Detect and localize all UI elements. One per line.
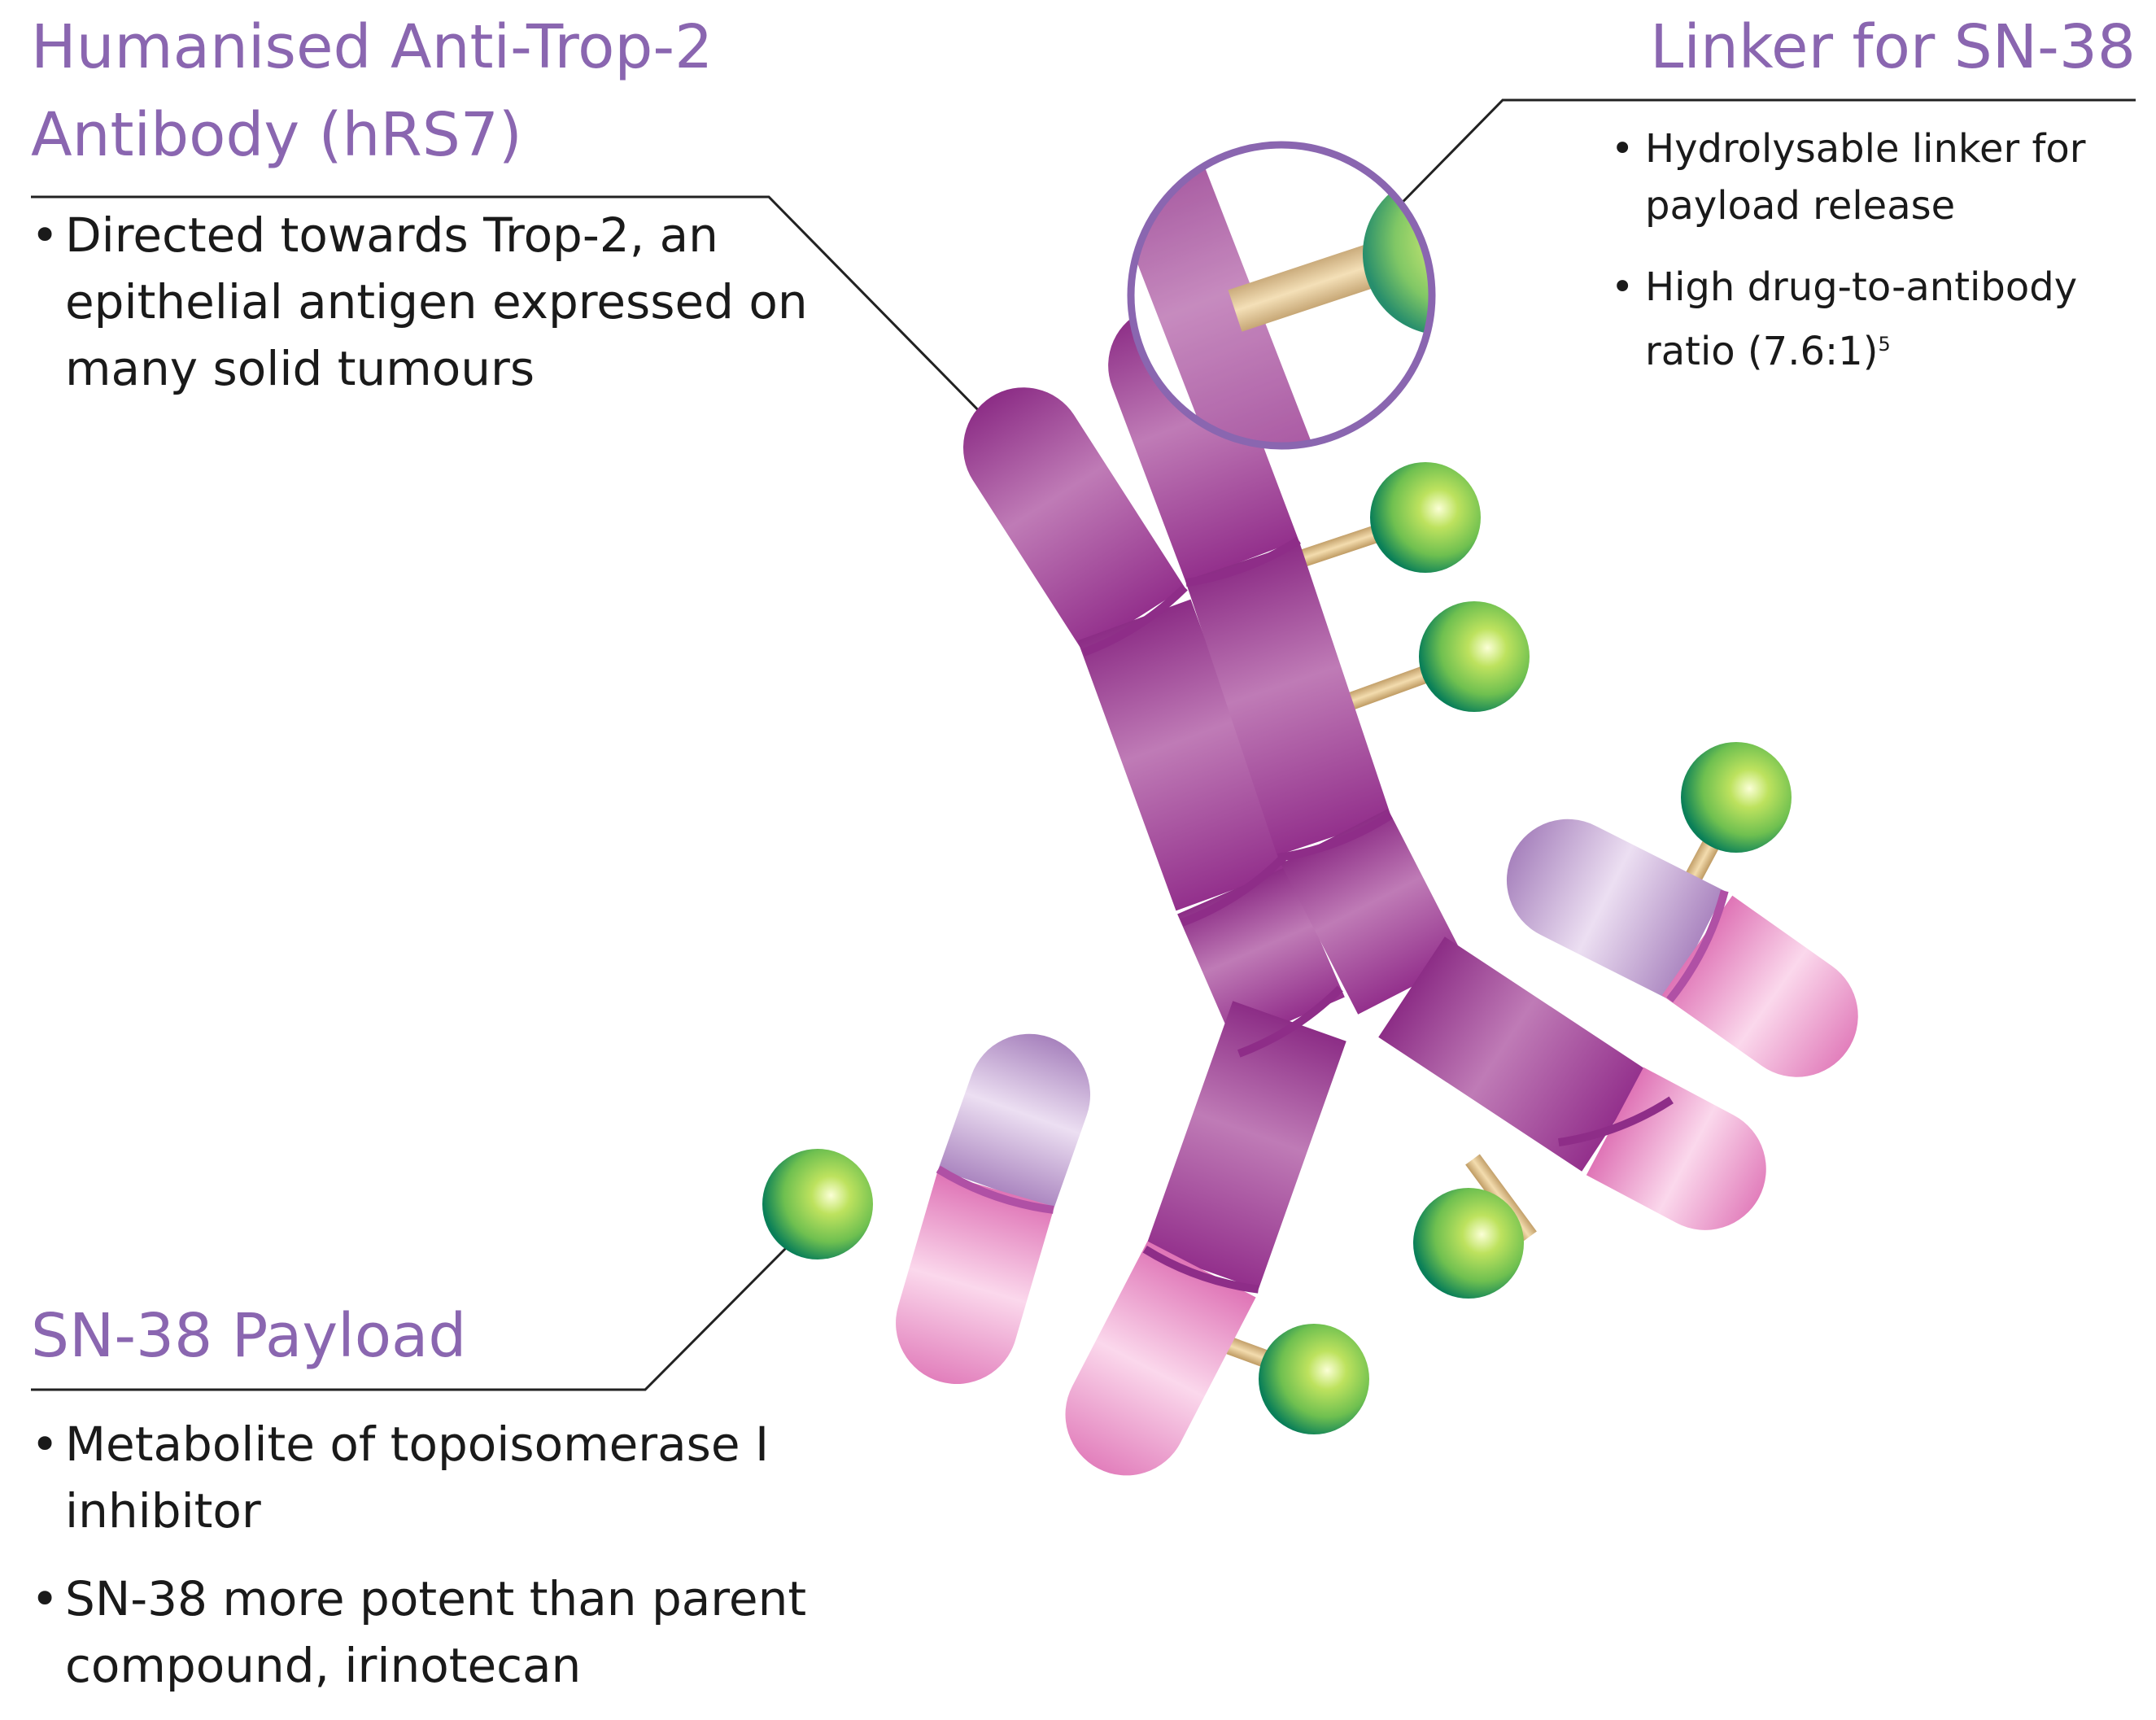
chain-hinge-band — [1666, 889, 1729, 1003]
chain-hinge-band — [1237, 985, 1343, 1058]
payload-bullet-metabolite: Metabolite of topoisomerase I inhibitor — [31, 1411, 812, 1544]
linker-bullet-release: Hydrolysable linker for payload release — [1611, 120, 2148, 234]
chain-hinge-band — [1185, 536, 1301, 587]
heavy-chain-left-hinge — [1177, 866, 1345, 1046]
magnified-linker-stick — [1228, 239, 1394, 332]
heavy-chain-left-fc — [1145, 1001, 1346, 1290]
heavy-chain-left-ch1 — [1077, 599, 1290, 911]
ratio-reference-superscript: 5 — [1878, 333, 1891, 356]
payload-leader-line — [31, 1243, 791, 1391]
chain-hinge-band — [1081, 584, 1188, 657]
light-chain-right-variable — [1507, 819, 1725, 1000]
sphere-icon — [1259, 1324, 1369, 1434]
chain-hinge-band — [1277, 811, 1393, 862]
payload-bullets: Metabolite of topoisomerase I inhibitor … — [31, 1411, 812, 1699]
heavy-chain-right-ch1 — [1185, 542, 1392, 856]
antibody-bullets: Directed towards Trop-2, an epithelial a… — [31, 202, 812, 402]
antibody-bullet: Directed towards Trop-2, an epithelial a… — [31, 202, 812, 402]
antibody-leader-line — [31, 195, 991, 423]
linker-bullets: Hydrolysable linker for payload release … — [1595, 120, 2148, 380]
light-chain-left-constant — [896, 1172, 1054, 1384]
antibody-title: Humanised Anti-Trop-2 Antibody (hRS7) — [31, 3, 812, 179]
antibody-panel: Humanised Anti-Trop-2 Antibody (hRS7) Di… — [31, 3, 812, 423]
sphere-icon — [1681, 742, 1792, 853]
chain-hinge-band — [936, 1165, 1054, 1214]
chain-hinge-band — [1142, 1246, 1259, 1294]
linker-stick — [1465, 1154, 1537, 1242]
payload-spheres — [762, 462, 1792, 1434]
sphere-icon — [1419, 601, 1530, 712]
antibody-title-line2: Antibody (hRS7) — [31, 100, 522, 170]
sphere-icon — [762, 1149, 873, 1259]
payload-title: SN-38 Payload — [31, 1301, 467, 1371]
heavy-chain-left-tail — [1065, 1241, 1256, 1476]
light-chain-left-variable — [938, 1033, 1090, 1210]
antibody-title-line1: Humanised Anti-Trop-2 — [31, 12, 714, 82]
linker-bullet-ratio-text: High drug-to-antibody ratio (7.6:1) — [1645, 264, 2078, 374]
magnifier-ring — [1127, 141, 1436, 450]
heavy-chain-right-tail — [1586, 1067, 1766, 1230]
payload-panel: SN-38 Payload Metabolite of topoisomeras… — [31, 1292, 812, 1720]
payload-bullet-potency: SN-38 more potent than parent compound, … — [31, 1565, 812, 1699]
linker-bullet-ratio: High drug-to-antibody ratio (7.6:1)5 — [1611, 259, 2148, 380]
heavy-chain-right-fc — [1378, 936, 1648, 1172]
antibody-chains — [896, 305, 1858, 1476]
sphere-icon — [1370, 462, 1481, 573]
heavy-chain-left-variable — [962, 387, 1185, 653]
chain-hinge-band — [1558, 1096, 1674, 1147]
sphere-icon — [1413, 1188, 1524, 1299]
linker-title: Linker for SN-38 — [1650, 12, 2136, 82]
linker-panel: Linker for SN-38 Hydrolysable linker for… — [1595, 3, 2148, 404]
heavy-chain-right-hinge — [1281, 809, 1465, 1015]
chain-hinge-band — [1180, 854, 1286, 927]
